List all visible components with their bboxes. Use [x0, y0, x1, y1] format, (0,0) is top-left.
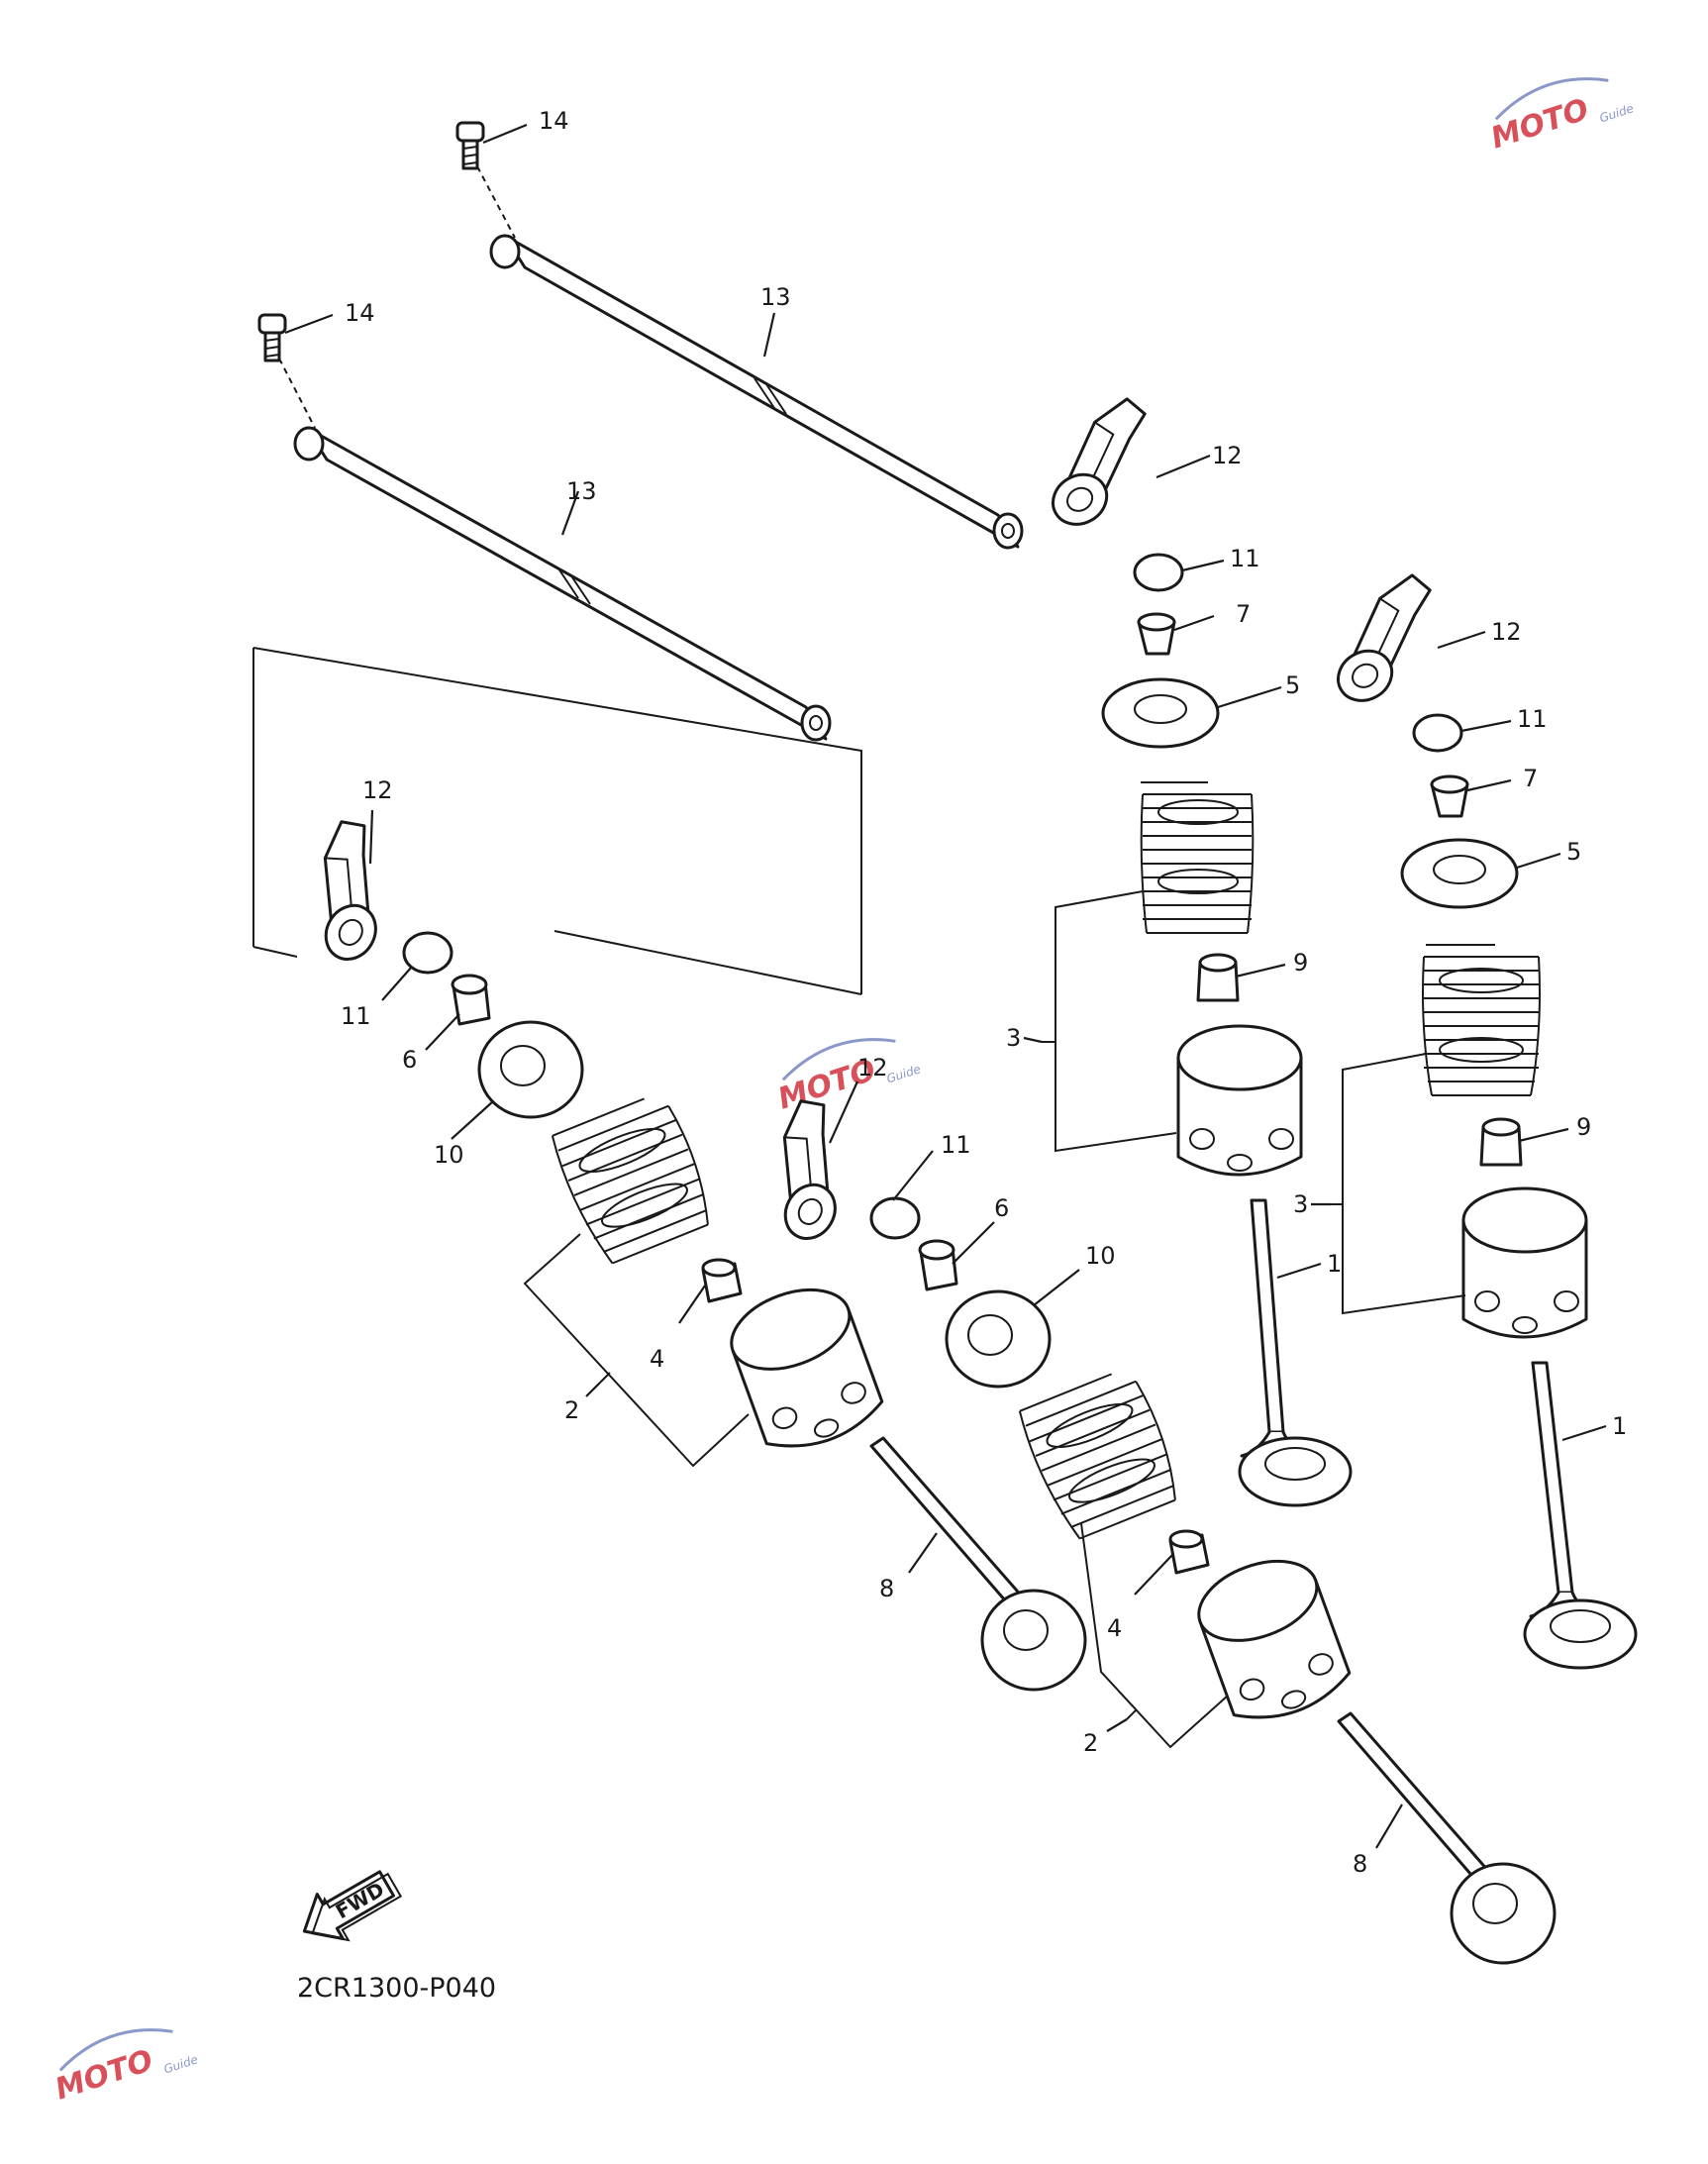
callout-8: 6 — [994, 1194, 1009, 1222]
valve-lifter-c — [730, 1288, 884, 1448]
valve-cotter-b — [1430, 774, 1469, 818]
watermark-sub: Guide — [1598, 101, 1636, 125]
valve-lifter-a — [1176, 1024, 1303, 1177]
callout-9: 9 — [1293, 949, 1308, 977]
callout-10: 4 — [650, 1345, 664, 1373]
valve-stem-seal-c — [701, 1258, 743, 1303]
callout-5: 5 — [1566, 838, 1581, 866]
valve-stem-seal-a — [1196, 953, 1240, 1002]
callouts: 14 14 13 13 12 12 12 12 11 11 11 11 7 7 … — [341, 107, 1627, 1878]
callout-7: 7 — [1523, 765, 1538, 792]
rocker-arm-upper-right-b — [1337, 573, 1432, 702]
callout-4: 2 — [1083, 1729, 1098, 1757]
spring-retainer-a — [1101, 677, 1220, 749]
watermark-logo-bottom: MOTO Guide — [51, 2028, 200, 2108]
spring-retainer-b — [1400, 838, 1519, 909]
valve-cotter-c — [451, 974, 491, 1026]
valve-lifter-b — [1461, 1186, 1588, 1339]
callout-3: 3 — [1293, 1190, 1308, 1218]
valve-stem-seal-b — [1479, 1117, 1523, 1167]
callout-10: 4 — [1107, 1614, 1122, 1642]
callout-2: 8 — [1353, 1850, 1367, 1878]
rocker-shaft-lower — [293, 426, 832, 742]
valve-spring-d — [1018, 1373, 1176, 1540]
valve-intake-b — [1523, 1361, 1638, 1670]
callout-11: 11 — [341, 1002, 371, 1030]
callout-12: 12 — [857, 1054, 888, 1082]
callout-5: 5 — [1285, 671, 1300, 699]
valve-cotter-d — [918, 1239, 958, 1291]
callout-12: 12 — [1212, 442, 1243, 469]
group-bracket-3b — [1331, 1053, 1466, 1315]
spring-retainer-c — [477, 1020, 584, 1119]
callout-13: 13 — [760, 283, 791, 311]
rocker-shaft-upper — [489, 234, 1024, 550]
valve-intake-a — [1238, 1198, 1353, 1507]
valve-cotter-a — [1137, 612, 1176, 656]
group-bracket-4a — [523, 1233, 750, 1468]
callout-11: 11 — [1517, 705, 1548, 733]
watermark-logo-top: MOTO Guide — [1487, 77, 1636, 156]
spring-retainer-d — [945, 1289, 1052, 1389]
adjusting-pad-d — [869, 1196, 921, 1240]
callout-6: 10 — [1085, 1242, 1116, 1270]
callout-1: 1 — [1327, 1250, 1342, 1278]
adjusting-pad-c — [402, 931, 453, 975]
valve-exhaust-a — [869, 1436, 1087, 1692]
callout-2: 8 — [879, 1575, 894, 1602]
rocker-arm-center — [782, 1099, 837, 1240]
watermark-sub: Guide — [162, 2052, 200, 2076]
watermark-logo-middle: MOTO Guide — [774, 1038, 923, 1117]
callout-4: 2 — [564, 1396, 579, 1424]
group-bracket-4b — [1080, 1522, 1229, 1749]
rocker-arm-left — [323, 820, 377, 961]
valve-spring-c — [551, 1097, 709, 1265]
callout-8: 6 — [402, 1046, 417, 1074]
callout-1: 1 — [1612, 1412, 1627, 1440]
valve-lifter-d — [1197, 1559, 1352, 1719]
valve-exhaust-b — [1337, 1711, 1557, 1965]
diagram-code: 2CR1300-P040 — [297, 1973, 496, 2004]
leader-lines — [284, 123, 1607, 1849]
callout-12: 12 — [362, 776, 393, 804]
callout-11: 11 — [1230, 545, 1260, 572]
callout-12: 12 — [1491, 618, 1522, 646]
callout-6: 10 — [434, 1141, 464, 1169]
watermark-sub: Guide — [885, 1062, 923, 1085]
watermark-brand: MOTO — [51, 2043, 157, 2108]
assembly-bracket-left — [252, 647, 862, 995]
callout-11: 11 — [941, 1131, 971, 1159]
watermark-brand: MOTO — [1487, 92, 1593, 156]
valve-spring-a — [1140, 781, 1255, 934]
group-bracket-3a — [1042, 890, 1177, 1153]
adjusting-pad-a — [1133, 553, 1184, 592]
bolt-upper — [455, 121, 516, 239]
callout-7: 7 — [1236, 600, 1251, 628]
callout-14: 14 — [539, 107, 569, 135]
callout-14: 14 — [345, 299, 375, 327]
callout-13: 13 — [566, 477, 597, 505]
valve-stem-seal-d — [1168, 1529, 1210, 1575]
fwd-arrow-icon: FWD — [302, 1870, 403, 1942]
rocker-arm-upper-right-a — [1052, 397, 1147, 526]
valve-spring-b — [1422, 944, 1541, 1096]
callout-3: 3 — [1006, 1024, 1021, 1052]
adjusting-pad-b — [1412, 713, 1463, 753]
bolt-lower — [257, 313, 316, 429]
callout-9: 9 — [1576, 1113, 1591, 1141]
